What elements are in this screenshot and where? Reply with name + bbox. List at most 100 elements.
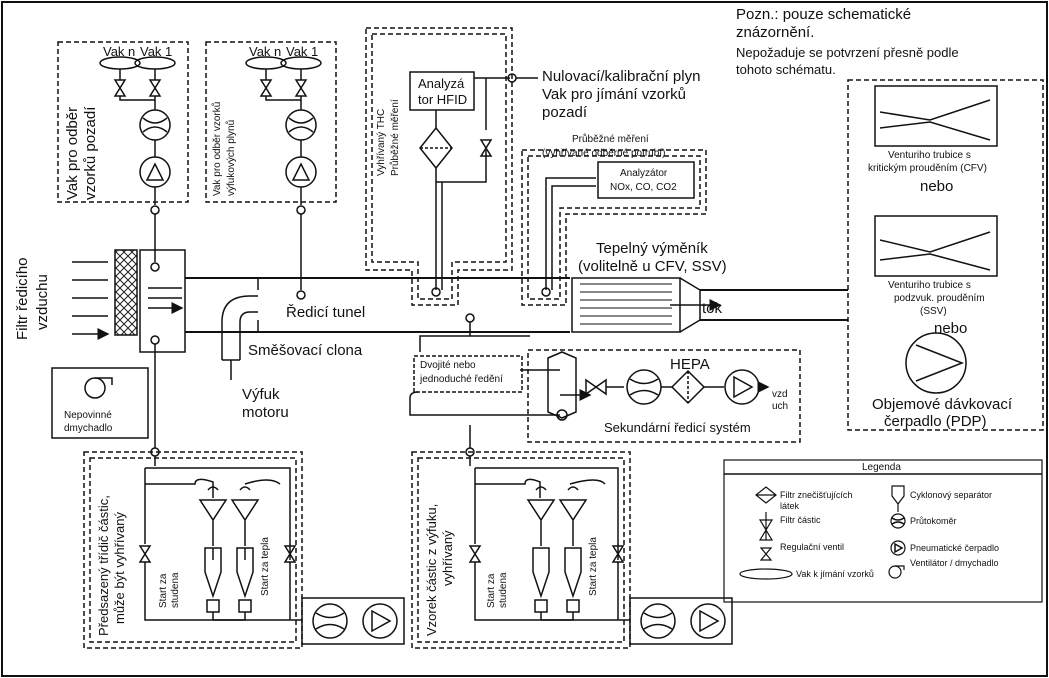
dilution-label-2: jednoduché ředění xyxy=(420,374,503,385)
continuous-line-2: (vyhřívané odběrné potrubí) xyxy=(542,148,666,159)
blower-box xyxy=(51,367,149,439)
pm-left-box xyxy=(83,451,303,649)
pm-right-label-2: vyhřívaný xyxy=(440,530,455,586)
mixing-label: Směšovací clona xyxy=(248,342,363,359)
legend-flow-meter: Průtokoměr xyxy=(910,516,957,526)
pump-bg xyxy=(139,156,171,188)
engine-exhaust-label-1: Výfuk xyxy=(242,386,280,403)
pm-right-hot: Start za tepla xyxy=(588,537,599,596)
pm-right-cold-1: Start za xyxy=(486,573,497,608)
pm-left-valve-a xyxy=(138,545,302,621)
zero-gas-line-1: Nulovací/kalibrační plyn xyxy=(542,68,701,85)
heat-exchanger-label-1: Tepelný výměník xyxy=(596,240,708,257)
valve-ex-1 xyxy=(294,69,308,110)
pdp-label-1: Objemové dávkovací xyxy=(872,396,1013,413)
dilution-filter xyxy=(114,249,138,336)
thc-label-1: Vyhřívaný THC xyxy=(376,108,387,176)
tunnel-label: Ředicí tunel xyxy=(286,304,366,321)
gas-analyzer-title: Analyzátor xyxy=(620,168,668,179)
ssv-label-1: Venturiho trubice s xyxy=(888,280,971,291)
legend-title: Legenda xyxy=(862,462,901,473)
zero-gas-line-2: Vak pro jímání vzorků xyxy=(542,86,686,103)
bag-n-label-ex: Vak n xyxy=(249,44,282,59)
thc-label-2: Průběžné měření xyxy=(390,99,401,176)
legend-particle-filter: Filtr částic xyxy=(780,515,821,525)
gas-analyzer-gases: NOx, CO, CO2 xyxy=(610,182,677,193)
hfid-label-2: tor HFID xyxy=(418,92,468,107)
secondary-dilution-box xyxy=(527,349,801,443)
dilution-box xyxy=(413,355,523,393)
dilution-tunnel xyxy=(185,277,570,333)
or-label-1: nebo xyxy=(920,178,954,195)
legend-cyclone: Cyklonový separátor xyxy=(910,490,993,500)
ssv-device xyxy=(874,215,998,277)
exhaust-bag-label-2: výfukových plynů xyxy=(226,119,237,196)
legend-sample-bag: Vak k jímání vzorků xyxy=(796,569,874,579)
pm-left-label-2: může být vyhřívaný xyxy=(112,512,127,624)
pm-right-cold-2: studena xyxy=(498,572,509,608)
blower-label-2: dmychadlo xyxy=(64,423,113,434)
pm-left-cold-2: studena xyxy=(170,572,181,608)
legend-control-valve: Regulační ventil xyxy=(780,542,845,552)
zero-gas-line-3: pozadí xyxy=(542,104,588,121)
secondary-flowmeter xyxy=(626,369,662,405)
pm-left-cyclone-1 xyxy=(198,499,228,546)
legend-particulate-filter-2: látek xyxy=(780,501,800,511)
filter-label-2: vzduchu xyxy=(34,274,51,330)
flow-device-box xyxy=(847,79,1044,431)
secondary-valve xyxy=(585,378,624,396)
pm-right-label-1: Vzorek částic z výfuku, xyxy=(424,503,439,636)
hfid-analyzer xyxy=(409,71,475,111)
legend-particulate-filter-1: Filtr znečišťujících xyxy=(780,490,853,500)
valve-bg-n xyxy=(113,69,155,101)
mixing-box xyxy=(139,249,186,353)
note-line-4: tohoto schématu. xyxy=(736,62,836,77)
cfv-label-1: Venturiho trubice s xyxy=(888,150,971,161)
background-bag-box xyxy=(57,41,189,203)
bag-1-label-ex: Vak 1 xyxy=(286,44,319,59)
note-line-3: Nepožaduje se potvrzení přesně podle xyxy=(736,45,959,60)
or-label-2: nebo xyxy=(934,320,968,337)
exhaust-bag-box xyxy=(205,41,337,203)
ssv-label-2: podzvuk. prouděním xyxy=(894,293,985,304)
blower-label-1: Nepovinné xyxy=(64,410,112,421)
cfv-label-2: kritickým prouděním (CFV) xyxy=(868,163,987,174)
secondary-dilution-label: Sekundární ředicí systém xyxy=(604,420,751,435)
note-line-1: Pozn.: pouze schematické xyxy=(736,6,912,23)
pm-right-pump-box xyxy=(629,597,733,645)
exhaust-elbow xyxy=(221,295,258,360)
heat-exchanger-label-2: (volitelně u CFV, SSV) xyxy=(578,258,727,275)
flowmeter-bg xyxy=(139,109,171,141)
background-bag-label-2: vzorků pozadí xyxy=(82,106,99,200)
hfid-label-1: Analyzá xyxy=(418,76,465,91)
valve-ex-n xyxy=(259,69,301,101)
flow-direction-label: tok xyxy=(702,300,723,317)
bag-n-label: Vak n xyxy=(103,44,136,59)
secondary-pump xyxy=(724,369,760,405)
port-bg xyxy=(150,205,160,215)
legend-box xyxy=(723,459,1043,603)
cfv-device xyxy=(874,85,998,147)
continuous-line-1: Průběžné měření xyxy=(572,134,649,145)
air-label-1: vzd xyxy=(772,389,788,400)
pm-right-box xyxy=(411,451,631,649)
continuous-box xyxy=(521,149,707,306)
pump-ex xyxy=(285,156,317,188)
exhaust-bag-label-1: Vak pro odběr vzorků xyxy=(212,101,223,196)
engine-exhaust-label-2: motoru xyxy=(242,404,289,421)
legend-fan: Ventilátor / dmychadlo xyxy=(910,558,999,568)
gas-analyzer xyxy=(597,161,695,199)
dilution-label-1: Dvojité nebo xyxy=(420,360,476,371)
pm-left-hot: Start za tepla xyxy=(260,537,271,596)
pm-left-cold-1: Start za xyxy=(158,573,169,608)
air-label-2: uch xyxy=(772,401,789,412)
pdp-label-2: čerpadlo (PDP) xyxy=(884,413,987,430)
background-bag-label-1: Vak pro odběr xyxy=(64,106,81,200)
mixer-vessel xyxy=(547,351,577,419)
ssv-label-3: (SSV) xyxy=(920,306,947,317)
filter-label-1: Filtr ředicího xyxy=(14,257,31,340)
legend-pump: Pneumatické čerpadlo xyxy=(910,543,1000,553)
